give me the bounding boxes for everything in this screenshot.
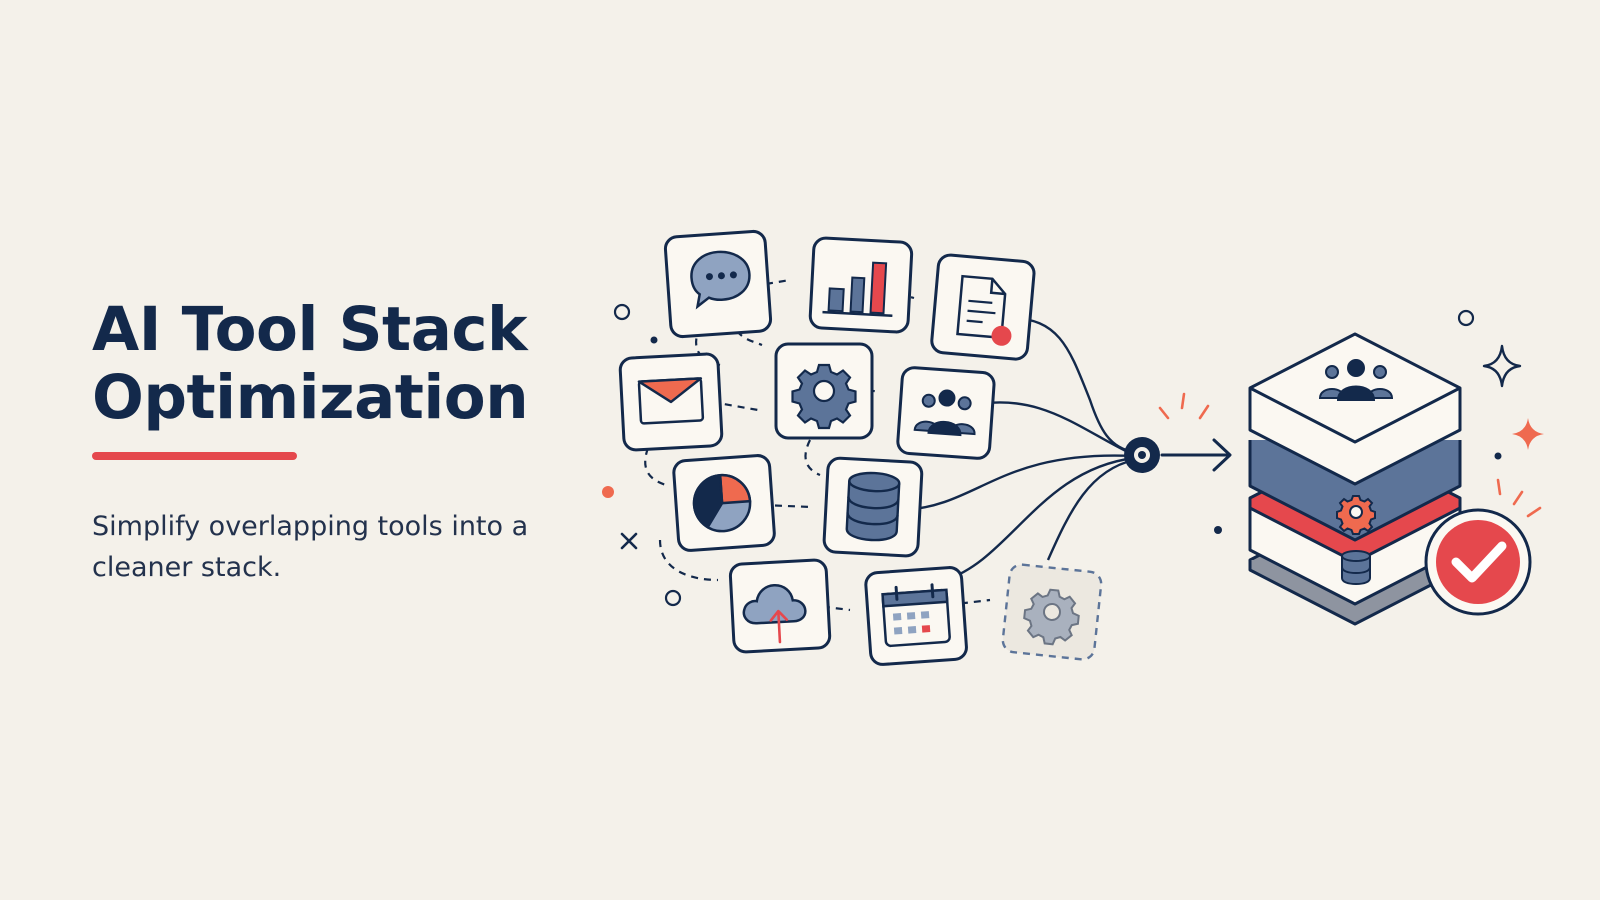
faded-gear-icon: [1001, 563, 1103, 661]
team-icon: [896, 366, 996, 460]
database-icon: [822, 456, 924, 558]
title-underline: [92, 452, 297, 460]
solid-connectors: [904, 316, 1135, 582]
bar-chart-icon: [808, 236, 914, 334]
spark-lines: [1158, 392, 1210, 420]
chat-bubble-icon: [663, 229, 773, 339]
pie-chart-icon: [672, 454, 776, 552]
title-line-2: Optimization: [92, 362, 529, 433]
hero-text: AI Tool Stack Optimization Simplify over…: [92, 296, 562, 588]
sparkle-filled-icon: [1512, 418, 1544, 450]
decorative-dots: [602, 303, 1502, 607]
check-badge-icon: [1424, 508, 1532, 616]
calendar-icon: [864, 566, 968, 666]
document-icon: [930, 253, 1036, 361]
cloud-upload-icon: [728, 558, 832, 654]
sparkle-outline-icon: [1482, 344, 1522, 388]
hub-node: [1124, 437, 1160, 473]
gear-icon: [774, 342, 874, 440]
title-line-1: AI Tool Stack: [92, 294, 528, 365]
stack-layers-icon: [1248, 332, 1462, 626]
badge-sparks: [1496, 478, 1542, 518]
arrow-icon: [1160, 438, 1232, 472]
page-title: AI Tool Stack Optimization: [92, 296, 562, 432]
email-icon: [618, 352, 724, 452]
subtitle: Simplify overlapping tools into a cleane…: [92, 511, 529, 583]
